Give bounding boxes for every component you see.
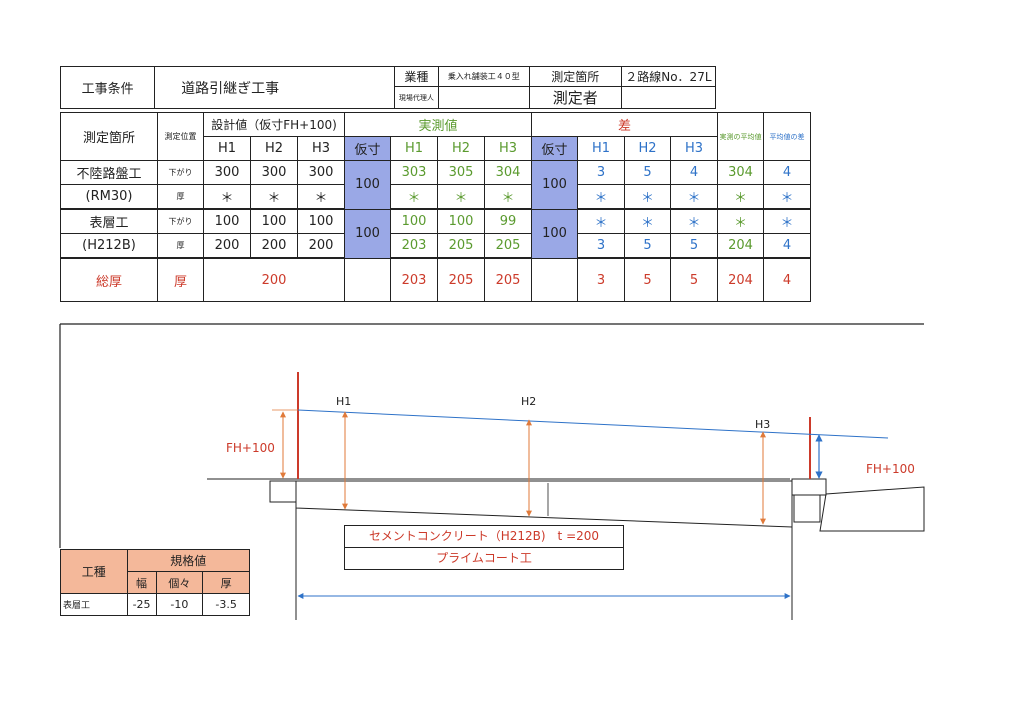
table-cell: 200 <box>250 233 298 259</box>
condition-label: 工事条件 <box>59 66 156 109</box>
table-cell: 4 <box>670 160 719 185</box>
table-cell: 300 <box>296 160 346 185</box>
table-cell: 厚 <box>157 233 204 259</box>
layer1-name: 不陸路盤工 <box>60 160 158 185</box>
table-cell: 300 <box>250 160 298 185</box>
spec-each-value: -10 <box>155 593 204 616</box>
table-cell <box>531 257 579 302</box>
col-position: 測定位置 <box>157 112 204 161</box>
table-cell: 205 <box>484 233 533 259</box>
fh-right-label: FH+100 <box>866 462 915 476</box>
table-cell: 4 <box>763 160 812 185</box>
spec-row-name: 表層工 <box>60 593 128 616</box>
layer1-karisun-actual: 100 <box>344 160 392 210</box>
table-cell: 203 <box>390 257 439 302</box>
table-cell: 203 <box>390 233 439 259</box>
concrete-slab <box>295 480 793 528</box>
measurer-label: 測定者 <box>528 86 622 109</box>
layer2-code: (H212B) <box>60 233 158 259</box>
layer2-name: 表層工 <box>60 208 158 234</box>
layer2-karisun-actual: 100 <box>344 208 392 259</box>
spec-kind-label: 工種 <box>60 549 128 594</box>
table-cell: 3 <box>577 160 626 185</box>
fh-left-label: FH+100 <box>226 441 275 455</box>
existing-road <box>819 486 925 532</box>
table-cell: ＊ <box>390 184 439 210</box>
table-cell: ＊ <box>670 208 719 234</box>
table-cell: ＊ <box>484 184 533 210</box>
table-cell: ＊ <box>437 184 486 210</box>
layer-label-primecoat: プライムコート工 <box>344 547 624 570</box>
table-cell: 205 <box>437 257 486 302</box>
table-cell: 3 <box>577 257 626 302</box>
table-cell: ＊ <box>296 184 346 210</box>
spec-label: 規格値 <box>126 549 251 572</box>
table-cell: 下がり <box>157 208 204 234</box>
table-cell: 303 <box>390 160 439 185</box>
total-pos: 厚 <box>157 257 204 302</box>
table-cell: 5 <box>624 257 672 302</box>
layer2-karisun-diff: 100 <box>531 208 579 259</box>
table-cell: 5 <box>670 233 719 259</box>
spec-each-label: 個々 <box>155 571 204 594</box>
table-cell: 100 <box>250 208 298 234</box>
table-cell: 304 <box>484 160 533 185</box>
location-label: 測定箇所 <box>528 66 622 87</box>
table-cell: 205 <box>437 233 486 259</box>
location-value: ２路線No．27L <box>620 66 717 87</box>
table-cell: ＊ <box>577 208 626 234</box>
diff-h3: H3 <box>670 136 719 161</box>
layer1-code: (RM30) <box>60 184 158 210</box>
table-cell: 4 <box>763 233 812 259</box>
col-location: 測定箇所 <box>60 112 158 161</box>
layer-label-concrete: セメントコンクリート（H212B) t =200 <box>344 525 624 548</box>
right-curb-base <box>793 494 821 523</box>
table-cell: 204 <box>717 257 765 302</box>
measurement-table: 測定箇所 測定位置 設計値（仮寸FH+100) 実測値 差 実測の平均値 平均値… <box>60 112 812 302</box>
col-avg-diff: 平均値の差 <box>763 112 812 161</box>
left-curb <box>269 480 297 503</box>
measurer-value <box>620 86 717 109</box>
table-cell: 100 <box>437 208 486 234</box>
site-rep-label: 現場代理人 <box>393 86 439 109</box>
layer1-karisun-diff: 100 <box>531 160 579 210</box>
table-cell: 200 <box>296 233 346 259</box>
table-cell: 300 <box>203 160 251 185</box>
table-cell: 204 <box>717 233 765 259</box>
spec-thick-label: 厚 <box>202 571 250 594</box>
table-cell: ＊ <box>717 184 765 210</box>
table-cell: 100 <box>390 208 439 234</box>
header-table: 工事条件 道路引継ぎ工事 業種 乗入れ舗装工４０型 測定箇所 ２路線No．27L… <box>59 66 717 109</box>
spec-width-label: 幅 <box>126 571 157 594</box>
diff-h1: H1 <box>577 136 626 161</box>
table-cell: 4 <box>763 257 812 302</box>
col-design: 設計値（仮寸FH+100) <box>202 112 346 137</box>
table-cell: ＊ <box>763 208 812 234</box>
total-label: 総厚 <box>60 257 158 302</box>
table-cell: 5 <box>670 257 719 302</box>
spec-thick-value: -3.5 <box>202 593 250 616</box>
col-actual: 実測値 <box>344 112 533 137</box>
table-cell: 厚 <box>157 184 204 210</box>
design-h3: H3 <box>296 136 346 161</box>
h3-label: H3 <box>755 418 770 431</box>
table-cell: 3 <box>577 233 626 259</box>
right-curb <box>791 478 827 496</box>
table-cell: 205 <box>484 257 533 302</box>
total-design: 200 <box>202 257 346 302</box>
actual-karisun: 仮寸 <box>344 136 392 161</box>
h2-label: H2 <box>521 395 536 408</box>
table-cell <box>344 257 392 302</box>
project-name: 道路引継ぎ工事 <box>154 66 395 109</box>
spec-table: 工種 規格値 幅 個々 厚 表層工 -25 -10 -3.5 <box>60 549 251 616</box>
table-cell: ＊ <box>763 184 812 210</box>
reference-line <box>297 409 889 439</box>
diff-karisun: 仮寸 <box>531 136 579 161</box>
table-cell: ＊ <box>624 184 672 210</box>
table-cell: ＊ <box>670 184 719 210</box>
h1-label: H1 <box>336 395 351 408</box>
spec-width-value: -25 <box>126 593 157 616</box>
